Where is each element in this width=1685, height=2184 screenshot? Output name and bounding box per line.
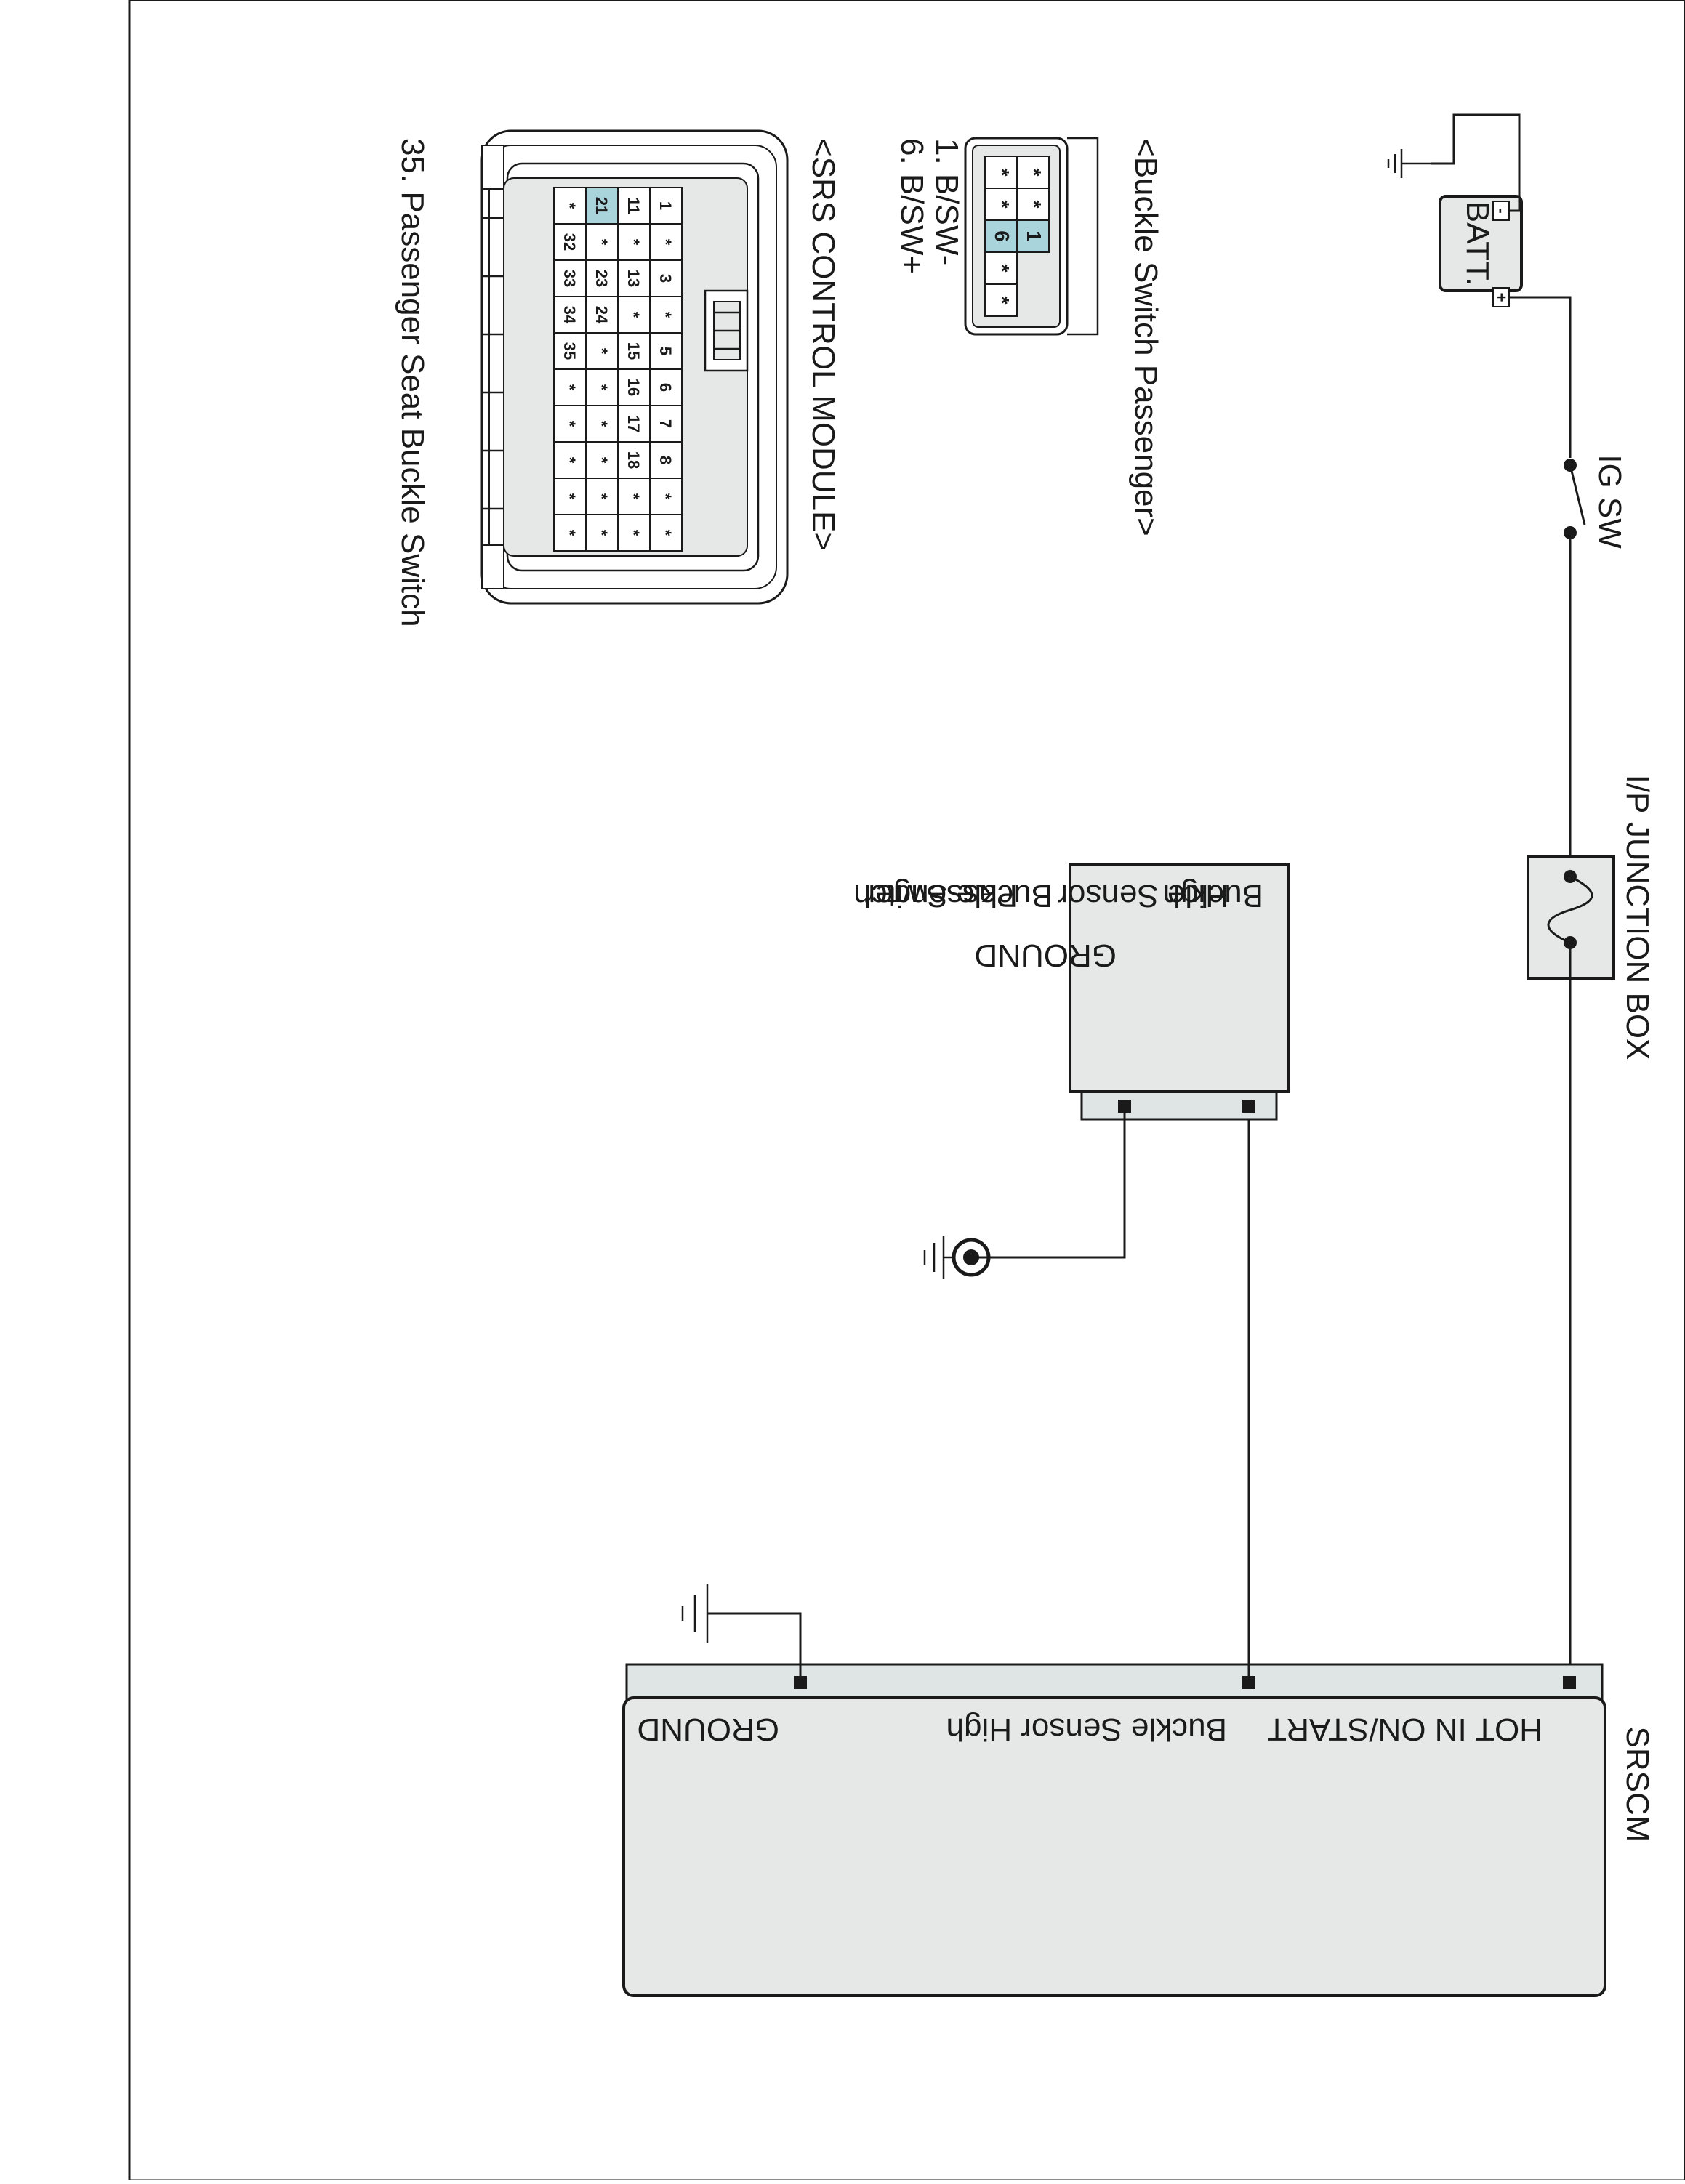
srscm-title: SRSCM — [1620, 1727, 1655, 1842]
srs-pin-label: * — [560, 421, 579, 427]
srs-connector-title: <SRS CONTROL MODULE> — [805, 138, 841, 551]
srs-pin-label: 33 — [560, 270, 579, 287]
battery-plus-label: + — [1492, 293, 1511, 302]
srscm-pin-buckle — [1242, 1676, 1255, 1689]
battery-ground-wire — [1431, 113, 1482, 165]
srs-pin-label: 34 — [560, 306, 579, 324]
srscm-pin-hot — [1563, 1676, 1576, 1689]
srs-pin-label: * — [656, 530, 675, 536]
srs-pin-label: 8 — [656, 456, 675, 464]
battery: - + BATT. — [1439, 195, 1523, 307]
srs-pin-label: * — [560, 203, 579, 209]
srs-pin-label: * — [656, 312, 675, 318]
srs-pin-label: 1 — [656, 201, 675, 210]
srs-pin-label: 24 — [592, 306, 611, 324]
srscm-pin-hot-label: HOT IN ON/START — [1267, 1712, 1543, 1747]
srs-pin-label: * — [592, 348, 611, 355]
buckle-switch-label-2: Passenger — [865, 878, 1018, 914]
srs-pin-label: 35 — [560, 342, 579, 360]
srscm-pin-buckle-label: Buckle Sensor High — [946, 1712, 1227, 1747]
srs-pin-label: * — [656, 239, 675, 246]
srs-pin-label: * — [560, 384, 579, 391]
srs-pin-label: 11 — [624, 197, 643, 214]
battery-plus-wire — [1509, 296, 1572, 458]
srscm-ground-wire — [707, 1612, 802, 1676]
srscm-connector-strip — [625, 1663, 1604, 1702]
srs-pin-label: 21 — [592, 197, 611, 214]
ig-switch-label: IG SW — [1592, 454, 1628, 549]
buckle-pin-cell — [984, 283, 1018, 317]
srs-pin-label: * — [624, 239, 643, 246]
buckle-switch-ground-icon — [923, 1236, 991, 1279]
buckle-switch-pin-high-label-1: Buckle Sensor — [1057, 878, 1263, 914]
srs-pin-label: 18 — [624, 451, 643, 469]
buckle-connector-title: <Buckle Switch Passenger> — [1128, 138, 1164, 536]
srs-pin-label: * — [560, 530, 579, 536]
srs-pin-label: 32 — [560, 233, 579, 251]
srscm-pin-ground — [794, 1676, 807, 1689]
srs-pin-cell — [553, 514, 587, 552]
battery-label: BATT. — [1460, 201, 1495, 286]
buckle-switch-pin-high — [1242, 1100, 1255, 1113]
srs-pin-label: * — [592, 239, 611, 246]
buckle-pin-label: * — [1023, 169, 1045, 177]
buckle-switch-label-1: Buckle Switch — [853, 878, 1053, 914]
srs-pin-label: * — [656, 493, 675, 500]
buckle-switch-passenger: Buckle Sensor High GROUND Buckle Switch … — [853, 863, 1290, 1121]
buckle-switch-pin-ground-label: GROUND — [974, 938, 1117, 973]
buckle-connector-legend-1: 1. B/SW- — [929, 138, 965, 265]
srs-pin-label: 15 — [624, 342, 643, 360]
battery-minus-label: - — [1492, 208, 1511, 213]
srs-pin-label: * — [624, 312, 643, 318]
buckle-connector-face: * * 1 * * 6 * * — [964, 137, 1099, 336]
srs-pin-label: 23 — [592, 270, 611, 287]
srs-pin-label: 3 — [656, 274, 675, 283]
buckle-pin-label: * — [1023, 201, 1045, 209]
buckle-pin-label: * — [991, 201, 1013, 209]
buckle-pin-label: * — [991, 297, 1013, 305]
buckle-switch-ground-wire — [973, 1100, 1126, 1259]
srs-pin-label: 17 — [624, 415, 643, 432]
srs-pin-label: * — [592, 421, 611, 427]
srs-pin-label: * — [592, 384, 611, 391]
srscm-pin-ground-label: GROUND — [637, 1712, 779, 1747]
srs-pin-label: * — [592, 530, 611, 536]
battery-ground-icon — [1387, 149, 1431, 178]
buckle-pin-label: * — [991, 265, 1013, 273]
srs-pin-label: * — [592, 493, 611, 500]
srs-pin-label: * — [624, 530, 643, 536]
buckle-pin-label: * — [991, 169, 1013, 177]
srscm-ground-icon — [681, 1584, 709, 1643]
srscm-module: SRSCM HOT IN ON/START Buckle Sensor High… — [622, 1663, 1655, 1997]
srs-pin-label: * — [560, 493, 579, 500]
srs-pin-label: 13 — [624, 270, 643, 287]
buckle-pin-label: 6 — [991, 230, 1013, 242]
junction-box: I/P JUNCTION BOX — [1527, 775, 1655, 1060]
buckle-switch-pin-high-label-2: High — [1163, 878, 1229, 914]
srs-pin-label: 7 — [656, 419, 675, 428]
buckle-pin-label: 1 — [1023, 230, 1045, 242]
battery-minus-wire — [1482, 113, 1521, 212]
srs-pin-label: 5 — [656, 347, 675, 355]
srs-pin-label: * — [624, 493, 643, 500]
srs-pin-label: 6 — [656, 383, 675, 392]
ig-switch[interactable]: IG SW — [1564, 454, 1628, 549]
srs-pin-label: * — [592, 457, 611, 464]
srs-pin-label: 16 — [624, 379, 643, 396]
srs-pin-label: * — [560, 457, 579, 464]
srs-connector-face: 1 * 3 * 5 6 7 8 * * 11 * 13 * 15 16 17 18 * * 21 * 23 24 * * * * * * *… — [480, 129, 789, 605]
buckle-connector-legend-2: 6. B/SW+ — [894, 138, 930, 274]
junction-box-label: I/P JUNCTION BOX — [1620, 775, 1655, 1060]
srs-connector-legend: 35. Passenger Seat Buckle Switch — [395, 138, 430, 627]
